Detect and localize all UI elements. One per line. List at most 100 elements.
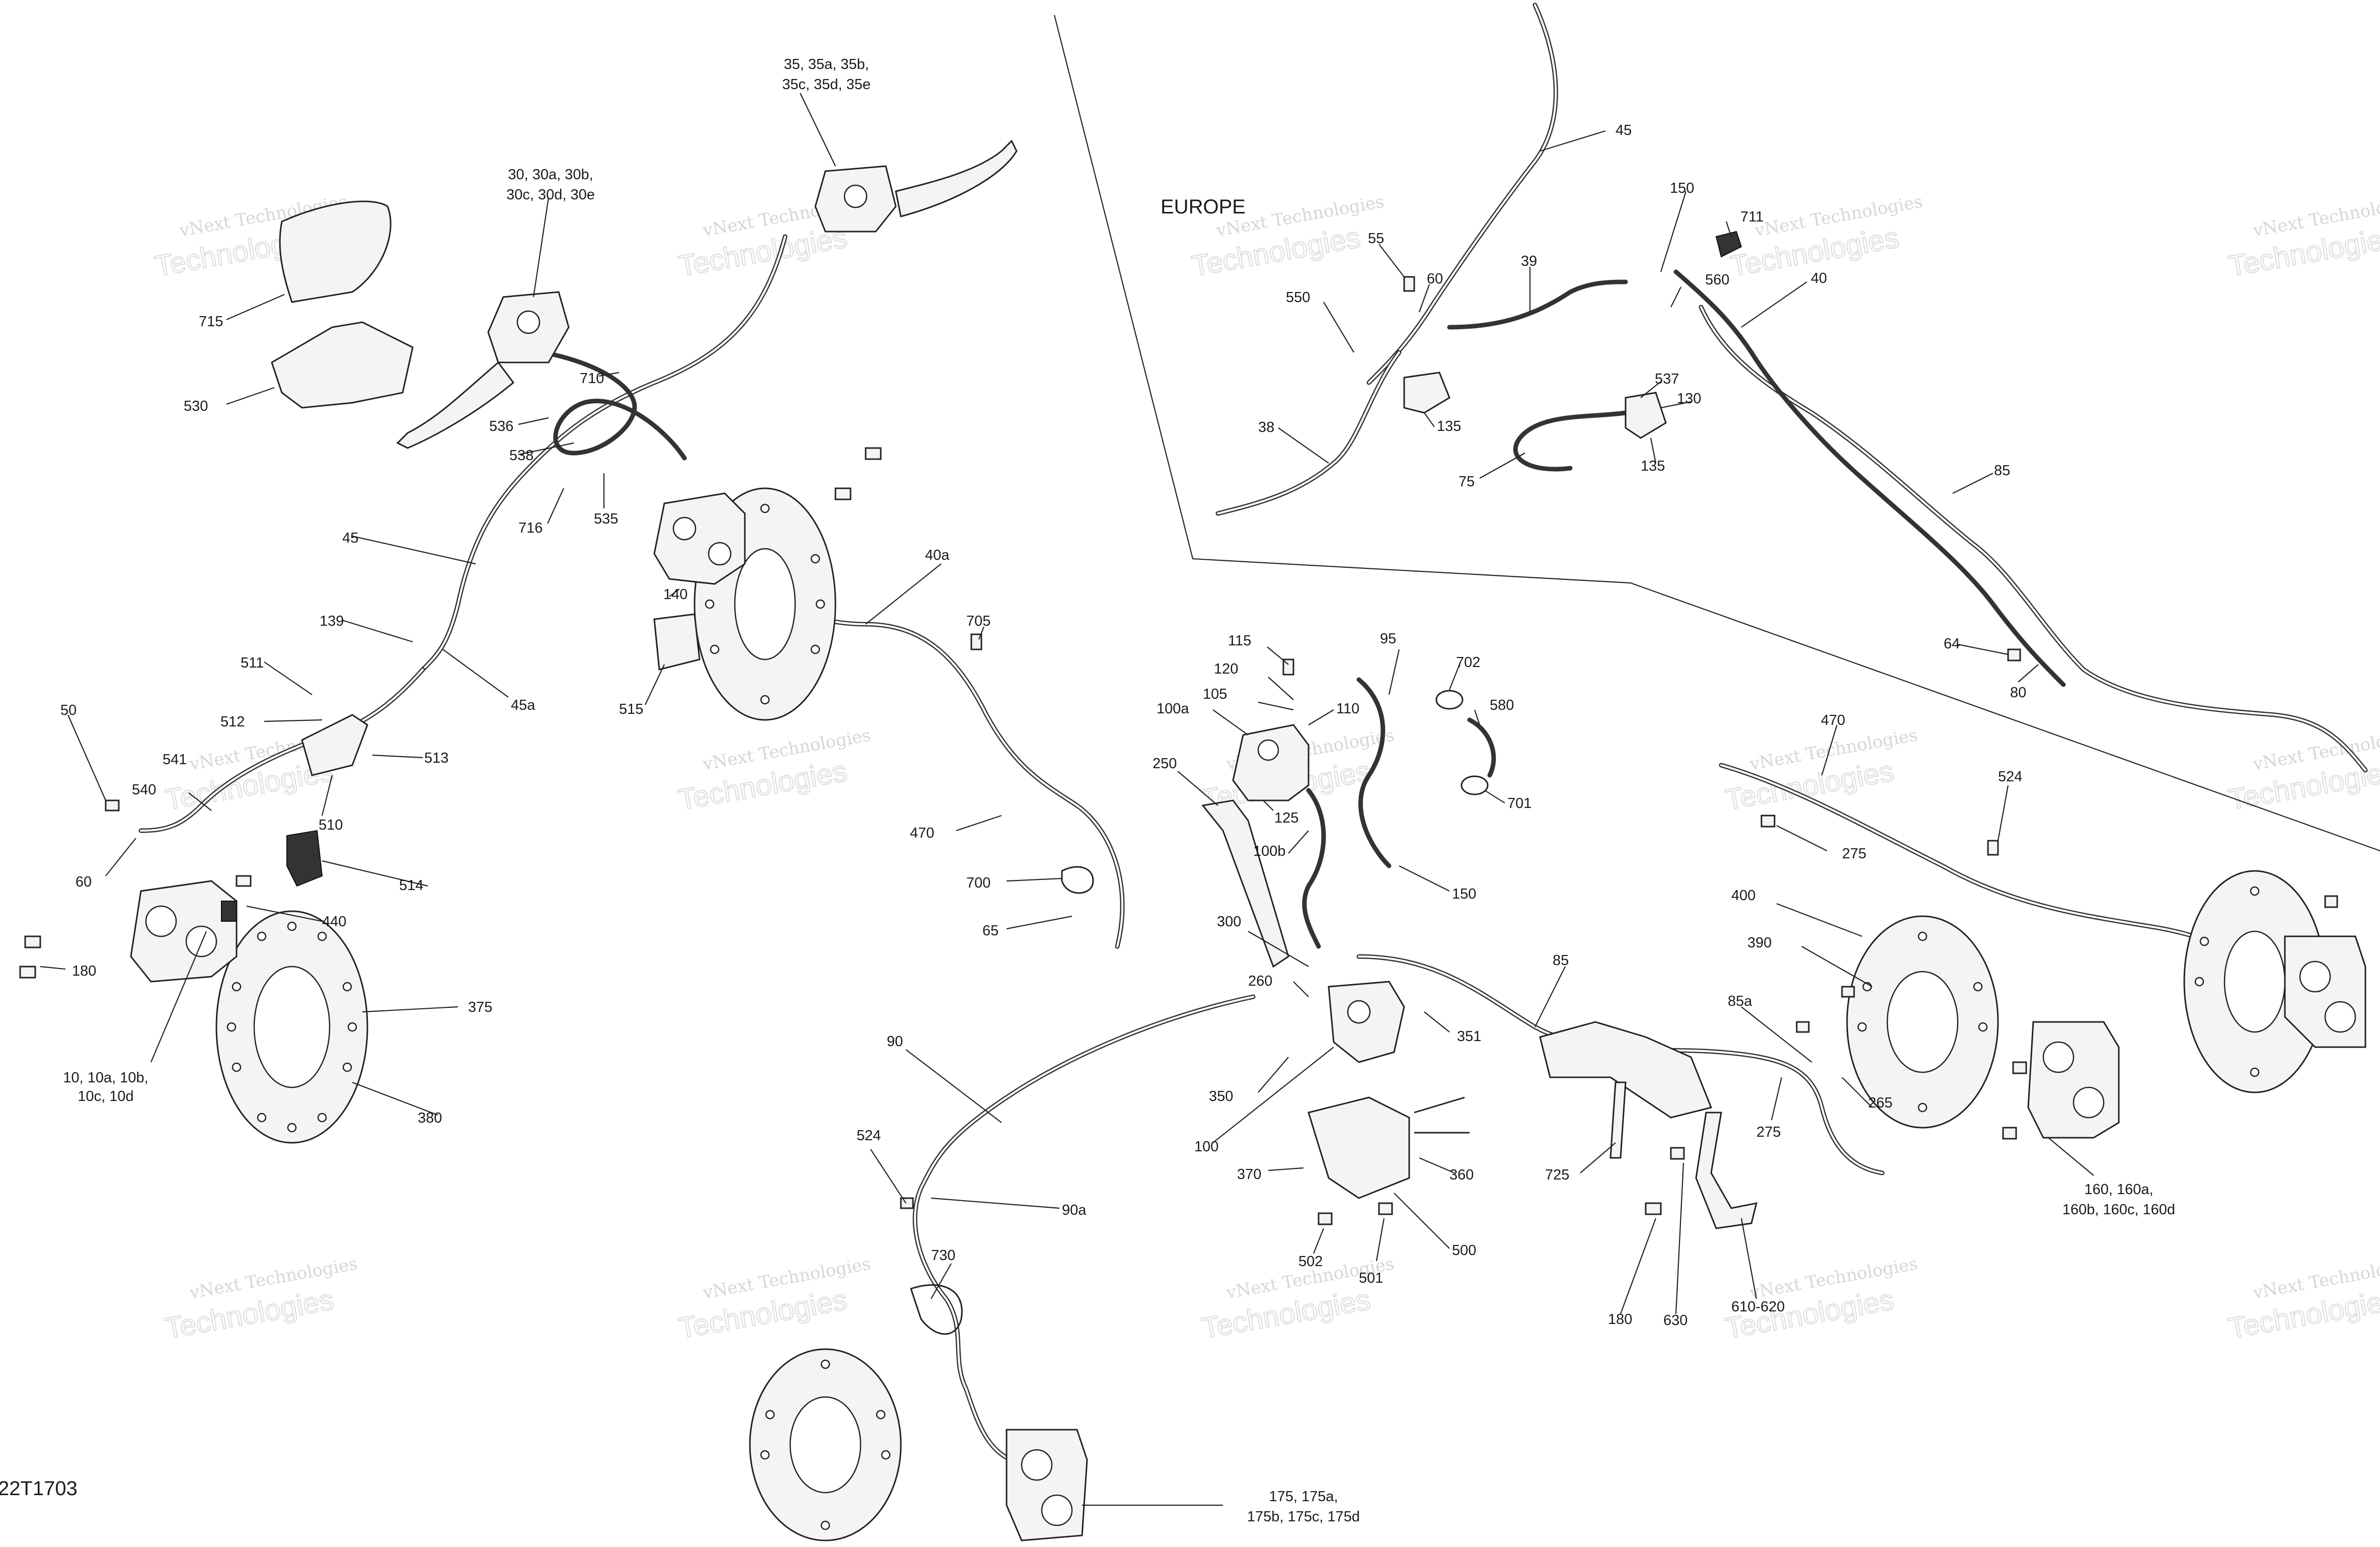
center-assembly <box>910 690 1758 1335</box>
callout-label: 560 <box>1705 272 1729 288</box>
callout-label: 470 <box>1821 712 1845 728</box>
callout-label: 45 <box>342 530 358 546</box>
callout-label: 260 <box>1248 973 1272 989</box>
bolt-360 <box>1414 1096 1470 1134</box>
callout-label: 135 <box>1641 458 1665 474</box>
calipers <box>130 492 2366 1541</box>
callout-label: 630 <box>1663 1312 1687 1329</box>
hose-europe-80 <box>1673 269 2066 687</box>
leader-lines <box>40 93 2094 1506</box>
hose-580 <box>1467 717 1496 778</box>
callout-label: 35c, 35d, 35e <box>782 77 871 93</box>
callout-label: 110 <box>1336 701 1359 717</box>
callout-label: 90 <box>887 1034 903 1050</box>
cover-85 <box>1539 1021 1713 1119</box>
callout-label: 390 <box>1747 935 1772 951</box>
bracket-610 <box>1695 1112 1758 1229</box>
bracket-530 <box>271 321 414 409</box>
callout-label: 716 <box>518 520 543 536</box>
watermark: Technologies vNext Technologies <box>2225 1254 2380 1345</box>
valve-100 <box>1328 981 1405 1063</box>
callout-label: 10, 10a, 10b, <box>63 1070 148 1086</box>
callout-label: 725 <box>1545 1167 1569 1183</box>
callout-label: 535 <box>594 511 618 527</box>
callout-label: 125 <box>1274 810 1298 826</box>
callout-label: 50 <box>60 702 76 718</box>
callout-label: 537 <box>1655 371 1679 387</box>
callout-label: 30c, 30d, 30e <box>506 187 595 203</box>
callout-label: 175b, 175c, 175d <box>1247 1509 1360 1525</box>
callout-label: 85 <box>1994 463 2010 479</box>
brake-discs <box>215 487 2326 1541</box>
callout-label: 100b <box>1253 843 1286 859</box>
callout-label: 139 <box>320 613 344 629</box>
callout-label: 502 <box>1298 1254 1323 1270</box>
callout-label: 610-620 <box>1731 1299 1785 1315</box>
callout-label: 351 <box>1457 1028 1481 1045</box>
callout-label: 100 <box>1194 1139 1218 1155</box>
callout-label: 175, 175a, <box>1269 1489 1338 1505</box>
callout-label: 55 <box>1368 231 1384 247</box>
callout-label: 500 <box>1452 1242 1476 1259</box>
callout-label: 180 <box>1608 1311 1632 1328</box>
callout-label: 700 <box>966 875 990 891</box>
callout-label: 60 <box>75 874 92 890</box>
callout-label: 514 <box>399 877 423 894</box>
callout-label: 470 <box>910 825 934 841</box>
callout-label: 115 <box>1228 633 1251 649</box>
callout-labels: 35, 35a, 35b, 35c, 35d, 35e 30, 30a, 30b… <box>60 56 2175 1525</box>
callout-label: 275 <box>1756 1124 1781 1140</box>
callout-label: 45a <box>511 697 535 713</box>
callout-label: 538 <box>509 448 533 464</box>
callout-label: 375 <box>468 999 492 1015</box>
callout-label: 30, 30a, 30b, <box>508 167 593 183</box>
callout-label: 540 <box>132 782 156 798</box>
callout-label: 513 <box>424 750 448 766</box>
callout-label: 100a <box>1157 701 1189 717</box>
disc-right <box>2183 870 2326 1093</box>
callout-label: 45 <box>1616 122 1632 138</box>
disc-380 <box>215 910 368 1144</box>
callout-label: 550 <box>1286 289 1310 306</box>
callout-label: 440 <box>322 914 346 930</box>
watermark: Technologies vNext Technologies <box>675 1254 872 1345</box>
caliper-right-edge <box>2284 935 2366 1048</box>
hose-loop <box>541 350 687 461</box>
callout-label: 380 <box>418 1110 442 1126</box>
callout-label: 300 <box>1217 914 1241 930</box>
fasteners <box>19 276 2338 1225</box>
abs-unit-100a <box>1232 724 1310 801</box>
clamp-702 <box>1435 690 1464 710</box>
callout-label: 150 <box>1670 180 1694 196</box>
abs-module-front <box>653 492 746 585</box>
callout-label: 160b, 160c, 160d <box>2062 1202 2175 1218</box>
callout-label: 530 <box>184 398 208 414</box>
callout-label: 715 <box>199 314 223 330</box>
bracket-250 <box>1201 799 1289 968</box>
hose-150 <box>1356 677 1392 868</box>
clamp-701 <box>1461 775 1489 795</box>
abs-block-135-upper <box>1403 372 1450 414</box>
callout-label: 60 <box>1427 271 1443 287</box>
callout-label: 701 <box>1507 795 1531 812</box>
europe-region-label: EUROPE <box>1161 196 1246 218</box>
abs-block-135-lower <box>1625 392 1667 439</box>
sensor-514 <box>286 830 323 887</box>
callout-label: 150 <box>1452 886 1476 902</box>
callout-label: 250 <box>1153 756 1177 772</box>
drawing-code: 22T1703 <box>0 1478 78 1500</box>
handlebar-controls <box>271 139 1018 887</box>
callout-label: 65 <box>982 923 999 939</box>
ring-730 <box>910 1284 963 1335</box>
watermark: Technologies vNext Technologies <box>2225 191 2380 283</box>
callout-label: 38 <box>1258 419 1274 435</box>
callout-label: 105 <box>1203 686 1227 702</box>
hose-europe-39 <box>1447 279 1628 330</box>
callout-label: 265 <box>1868 1095 1892 1111</box>
callout-label: 160, 160a, <box>2084 1182 2153 1198</box>
callout-label: 120 <box>1214 661 1238 677</box>
callout-label: 40a <box>925 547 950 563</box>
callout-label: 85 <box>1553 952 1569 969</box>
callout-label: 710 <box>580 371 604 387</box>
